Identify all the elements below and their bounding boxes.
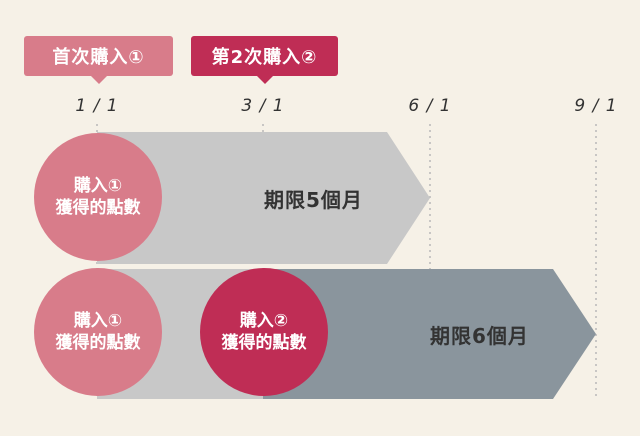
row2-arrow-dark: [263, 269, 596, 399]
row2-points-circle-2: 購入② 獲得的點數: [200, 268, 328, 396]
row1-period-label: 期限5個月: [264, 188, 363, 212]
row1-circle-line1: 購入①: [73, 176, 123, 196]
tag-purchase-1: 首次購入①: [24, 36, 173, 84]
tag-purchase-1-label: 首次購入①: [52, 47, 145, 68]
tag-purchase-2: 第2次購入②: [191, 36, 338, 84]
row1-circle-line2: 獲得的點數: [55, 198, 141, 218]
tag-purchase-2-label: 第2次購入②: [211, 47, 318, 68]
row2-period-label: 期限6個月: [430, 324, 529, 348]
date-label-mar: 3 / 1: [241, 96, 285, 116]
tag-purchase-2-pointer: [256, 76, 273, 84]
row1-points-circle: 購入① 獲得的點數: [34, 133, 162, 261]
row2-circle1-line1: 購入①: [73, 311, 123, 331]
date-label-jun: 6 / 1: [408, 96, 452, 116]
tag-purchase-1-pointer: [90, 76, 107, 84]
date-label-sep: 9 / 1: [574, 96, 618, 116]
row1-arrow: [97, 132, 430, 264]
row2-circle2-line1: 購入②: [239, 311, 289, 331]
date-label-jan: 1 / 1: [75, 96, 119, 116]
row2-circle1-line2: 獲得的點數: [55, 333, 141, 353]
row2-circle2-line2: 獲得的點數: [221, 333, 307, 353]
row2-points-circle-1: 購入① 獲得的點數: [34, 268, 162, 396]
